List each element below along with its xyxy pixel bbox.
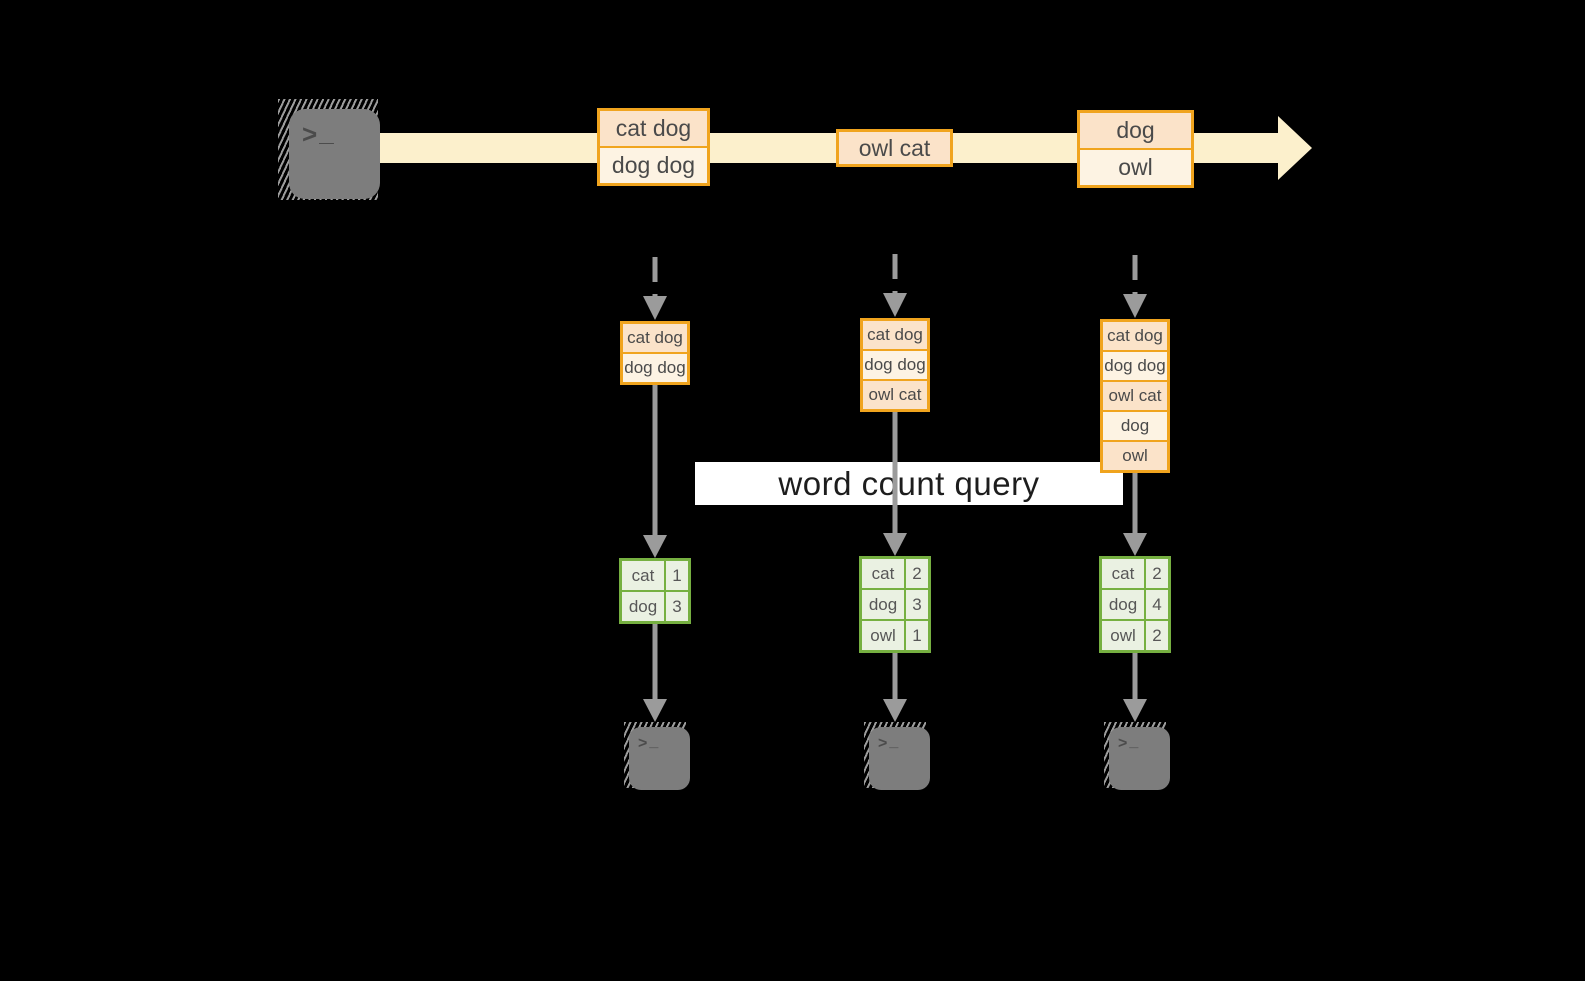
count-value: 1 xyxy=(906,621,928,650)
stream-arrowhead-icon xyxy=(1278,116,1312,180)
terminal-arrowhead-2-icon xyxy=(883,699,907,722)
batch-cell: dog dog xyxy=(600,148,707,183)
count-value: 2 xyxy=(1146,559,1168,588)
count-table-1: cat 1 dog 3 xyxy=(619,558,691,624)
terminal-cursor: _ xyxy=(319,117,334,147)
buffer-cell: dog xyxy=(1103,412,1167,440)
count-table-3: cat 2 dog 4 owl 2 xyxy=(1099,556,1171,653)
connector-arrowhead-1-icon xyxy=(643,535,667,558)
terminal-prompt: > xyxy=(638,735,648,752)
sink-terminal-1-icon: >_ xyxy=(624,722,690,790)
batch-cell: cat dog xyxy=(600,111,707,146)
sink-terminal-2-icon: >_ xyxy=(864,722,930,790)
count-value: 3 xyxy=(666,592,688,621)
count-value: 4 xyxy=(1146,590,1168,619)
stream-batch-2: owl cat xyxy=(836,129,953,167)
terminal-prompt: > xyxy=(878,735,888,752)
buffer-cell: owl cat xyxy=(863,381,927,409)
terminal-glyph: >_ xyxy=(1109,727,1170,790)
sink-terminal-3-icon: >_ xyxy=(1104,722,1170,790)
word-count-query-label: word count query xyxy=(778,464,1040,502)
buffer-cell: cat dog xyxy=(863,321,927,349)
buffer-3: cat dog dog dog owl cat dog owl xyxy=(1100,319,1170,473)
terminal-prompt: > xyxy=(302,119,318,149)
count-value: 2 xyxy=(1146,621,1168,650)
connector-arrowhead-3-icon xyxy=(1123,533,1147,556)
terminal-glyph: >_ xyxy=(289,109,380,199)
terminal-cursor: _ xyxy=(1129,733,1139,750)
batch-cell: owl xyxy=(1080,150,1191,185)
terminal-arrowhead-3-icon xyxy=(1123,699,1147,722)
buffer-cell: dog dog xyxy=(1103,352,1167,380)
terminal-prompt: > xyxy=(1118,735,1128,752)
count-value: 2 xyxy=(906,559,928,588)
buffer-cell: owl xyxy=(1103,442,1167,470)
terminal-arrowhead-1-icon xyxy=(643,699,667,722)
terminal-glyph: >_ xyxy=(629,727,690,790)
terminal-glyph: >_ xyxy=(869,727,930,790)
batch-cell: owl cat xyxy=(839,132,950,164)
buffer-cell: cat dog xyxy=(1103,322,1167,350)
source-terminal-icon: >_ xyxy=(278,99,380,200)
buffer-2: cat dog dog dog owl cat xyxy=(860,318,930,412)
buffer-cell: dog dog xyxy=(623,354,687,382)
count-table-2: cat 2 dog 3 owl 1 xyxy=(859,556,931,653)
stream-batch-1: cat dog dog dog xyxy=(597,108,710,186)
connector-arrowhead-2-icon xyxy=(883,533,907,556)
dashed-arrowhead-2-icon xyxy=(883,293,907,317)
count-word: cat xyxy=(862,559,904,588)
count-word: owl xyxy=(862,621,904,650)
terminal-cursor: _ xyxy=(889,733,899,750)
buffer-cell: dog dog xyxy=(863,351,927,379)
buffer-1: cat dog dog dog xyxy=(620,321,690,385)
batch-cell: dog xyxy=(1080,113,1191,148)
dashed-arrowhead-1-icon xyxy=(643,296,667,320)
dashed-arrowhead-3-icon xyxy=(1123,294,1147,318)
buffer-cell: cat dog xyxy=(623,324,687,352)
count-word: dog xyxy=(622,592,664,621)
buffer-cell: owl cat xyxy=(1103,382,1167,410)
count-word: dog xyxy=(1102,590,1144,619)
count-word: owl xyxy=(1102,621,1144,650)
word-count-query-box: word count query xyxy=(695,462,1123,505)
count-word: cat xyxy=(1102,559,1144,588)
stream-batch-3: dog owl xyxy=(1077,110,1194,188)
count-value: 1 xyxy=(666,561,688,590)
count-value: 3 xyxy=(906,590,928,619)
terminal-cursor: _ xyxy=(649,733,659,750)
count-word: dog xyxy=(862,590,904,619)
count-word: cat xyxy=(622,561,664,590)
